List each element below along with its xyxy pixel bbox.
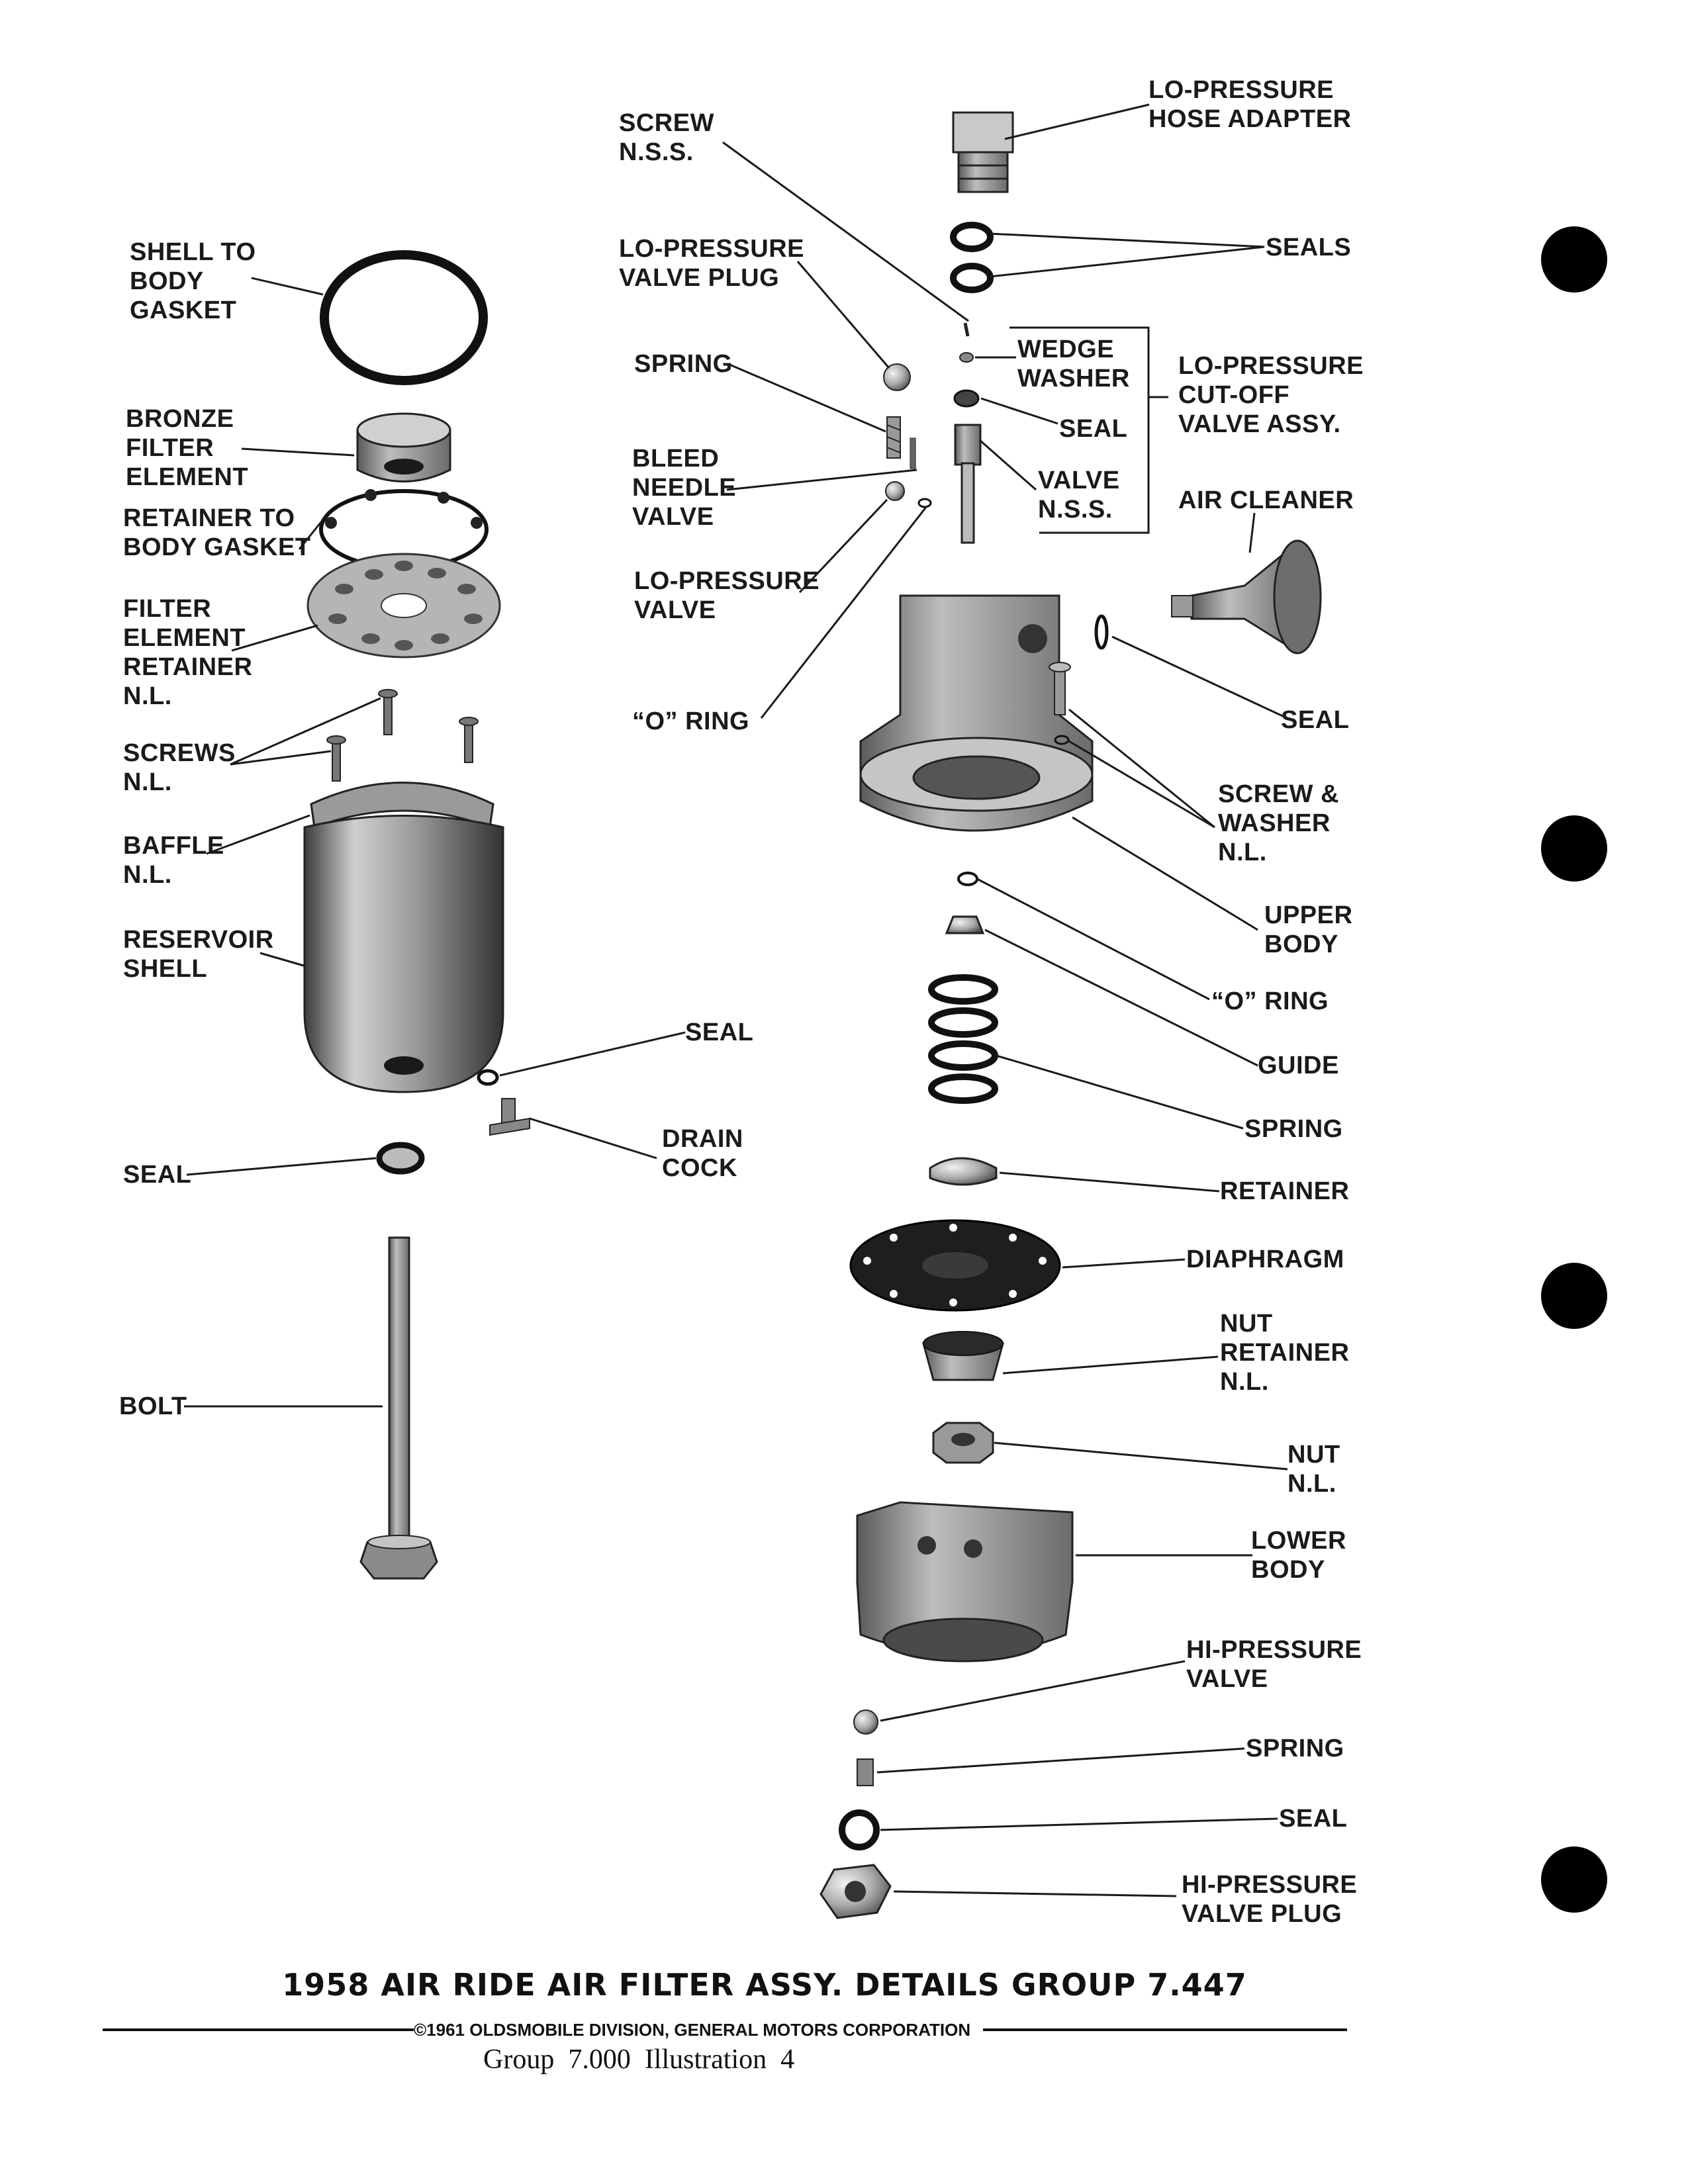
guide-part <box>945 915 985 934</box>
copyright-line: ©1961 OLDSMOBILE DIVISION, GENERAL MOTOR… <box>414 2020 970 2040</box>
label-seal-drain: SEAL <box>685 1019 753 1046</box>
label-seal-air-cleaner: SEAL <box>1281 706 1349 734</box>
label-diaphragm: DIAPHRAGM <box>1186 1246 1344 1273</box>
hi-pressure-valve-plug-part <box>820 1864 892 1919</box>
air-cleaner-seal-part <box>1094 614 1109 650</box>
upper-body-part <box>859 594 1094 832</box>
baffle-part <box>310 782 494 829</box>
drain-cock-part <box>489 1098 530 1136</box>
shell-to-body-gasket-part <box>320 250 488 385</box>
label-seal-left: SEAL <box>123 1161 191 1189</box>
screw-washer-part <box>1049 662 1071 745</box>
bolt-part <box>359 1236 438 1580</box>
label-spring-bottom: SPRING <box>1246 1735 1344 1762</box>
mid-spring-part <box>928 974 998 1104</box>
diaphragm-part <box>849 1219 1061 1312</box>
label-seal-bottom: SEAL <box>1279 1805 1347 1833</box>
binder-hole <box>1541 815 1607 882</box>
lo-pressure-cut-off-bracket <box>1009 326 1150 534</box>
left-seal-part <box>376 1142 425 1175</box>
drain-seal-part <box>477 1069 499 1086</box>
nut-retainer-part <box>922 1331 1004 1381</box>
label-guide: GUIDE <box>1258 1052 1339 1079</box>
top-seals-part <box>950 222 994 293</box>
lower-body-part <box>856 1501 1074 1662</box>
label-bolt: BOLT <box>119 1392 187 1420</box>
label-air-cleaner: AIR CLEANER <box>1178 486 1354 514</box>
binder-hole <box>1541 1263 1607 1329</box>
label-seal-cutoff: SEAL <box>1059 415 1127 443</box>
filter-element-retainer-part <box>306 553 501 659</box>
label-retainer: RETAINER <box>1220 1177 1349 1205</box>
mid-o-ring-part <box>957 872 978 886</box>
label-spring-top: SPRING <box>634 350 733 378</box>
binder-hole <box>1541 226 1607 293</box>
bottom-seal-part <box>839 1809 880 1850</box>
diagram-title: 1958 AIR RIDE AIR FILTER ASSY. DETAILS G… <box>282 1967 1246 2003</box>
label-spring-mid: SPRING <box>1244 1115 1343 1143</box>
lo-pressure-hose-adapter-part <box>952 111 1014 193</box>
label-o-ring-mid: “O” RING <box>1211 987 1329 1015</box>
hi-pressure-valve-part <box>853 1709 878 1735</box>
binder-hole <box>1541 1846 1607 1913</box>
leader-lines <box>184 103 1295 1897</box>
reservoir-shell-part <box>303 815 504 1093</box>
screws-part <box>326 689 479 782</box>
air-cleaner-part <box>1171 539 1322 655</box>
retainer-part <box>929 1157 998 1186</box>
bottom-spring-part <box>857 1758 874 1786</box>
label-o-ring-top: “O” RING <box>632 707 749 735</box>
label-seals-top: SEALS <box>1266 234 1351 261</box>
small-parts-stack <box>883 322 982 544</box>
group-illustration-footer: Group 7.000 Illustration 4 <box>483 2044 794 2075</box>
nut-part <box>932 1422 994 1464</box>
bronze-filter-element-part <box>356 412 451 482</box>
